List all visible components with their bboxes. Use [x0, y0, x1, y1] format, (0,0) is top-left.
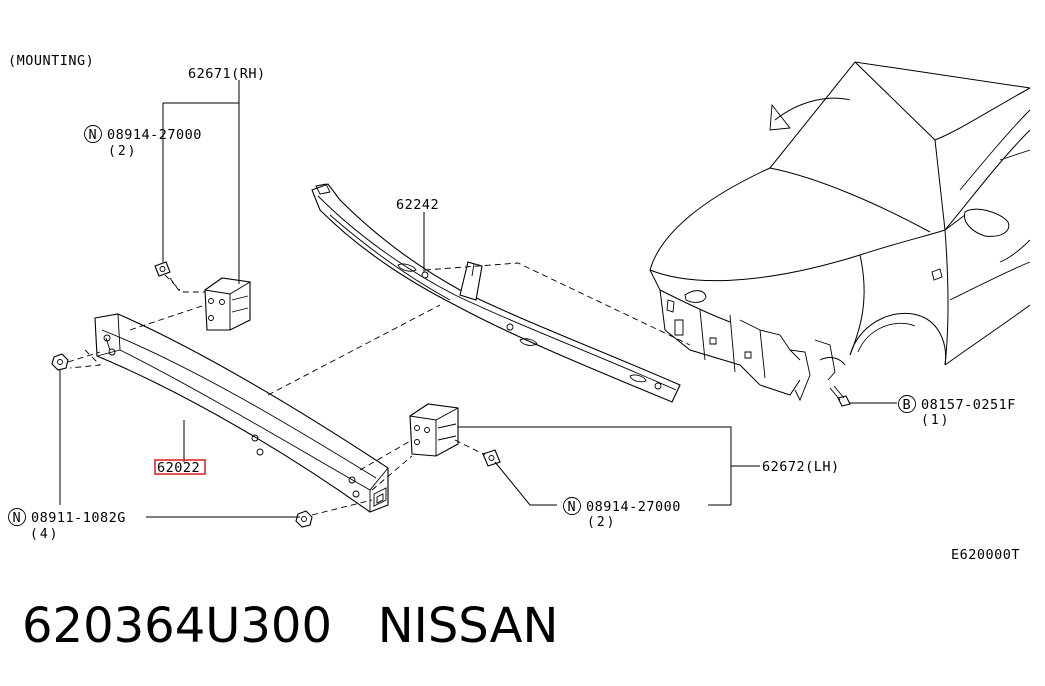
vehicle-front-illustration [649, 61, 1031, 402]
nut-main-part-number: 08911-1082G [31, 510, 126, 526]
nut-lh-symbol: N [568, 499, 577, 515]
assembly-guide-lines [67, 262, 691, 516]
nut-symbol-icon [8, 508, 26, 526]
nut-rh-symbol: N [89, 127, 98, 143]
bolt-symbol-icon [898, 395, 916, 413]
upper-reinforcement-62242 [311, 183, 681, 403]
bolt-quantity: (1) [921, 413, 950, 428]
nut-main-quantity: (4) [30, 527, 59, 542]
leader-lines [59, 80, 897, 518]
nut-rh-part-number: 08914-27000 [107, 127, 202, 143]
label-main-reinforcement: 62022 [154, 459, 206, 476]
main-reinforcement-62022 [94, 313, 389, 513]
nut-main-symbol: N [13, 510, 22, 526]
section-title: (MOUNTING) [8, 53, 94, 69]
nut-rh-square-icon [154, 261, 171, 277]
bolt-icon [829, 385, 851, 407]
flange-nut-left-icon [51, 353, 69, 371]
label-nut-rh: N 08914-27000 (2) [84, 125, 202, 159]
label-nut-lh: N 08914-27000 (2) [563, 497, 681, 530]
nut-symbol-icon [563, 497, 581, 515]
main-reinforcement-part-number: 62022 [157, 460, 200, 476]
label-upper-reinforcement: 62242 [396, 197, 439, 213]
label-bracket-rh: 62671(RH) [188, 66, 266, 82]
nut-rh-quantity: (2) [108, 144, 137, 159]
nut-lh-quantity: (2) [587, 515, 616, 530]
footer-title: 620364U300 NISSAN [22, 598, 558, 654]
bracket-lh-62672 [409, 403, 459, 457]
footer-part-number: 620364U300 [22, 598, 332, 654]
part-highlight-box [154, 459, 206, 475]
flange-nut-bottom-icon [295, 510, 313, 528]
nut-lh-part-number: 08914-27000 [586, 499, 681, 515]
nut-lh-square-icon [482, 449, 501, 467]
bracket-rh-62671 [204, 277, 251, 331]
diagram-code: E620000T [951, 547, 1020, 563]
label-bolt: B 08157-0251F (1) [898, 395, 1016, 428]
nut-symbol-icon [84, 125, 102, 143]
label-bracket-lh: 62672(LH) [762, 459, 840, 475]
footer-brand: NISSAN [377, 598, 559, 654]
bolt-symbol: B [903, 397, 912, 413]
label-nut-main: N 08911-1082G (4) [8, 508, 126, 542]
bolt-part-number: 08157-0251F [921, 397, 1016, 413]
